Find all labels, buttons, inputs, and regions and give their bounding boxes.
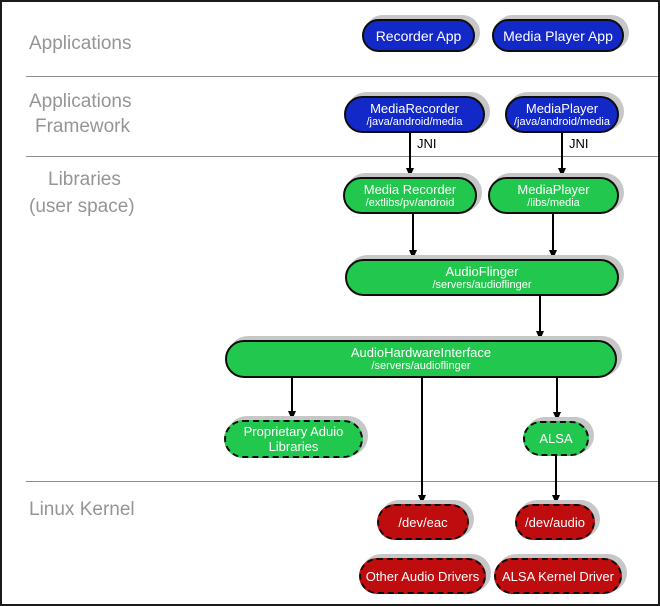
node-path: /libs/media xyxy=(527,196,580,209)
connector-mediaplayer-jni xyxy=(561,133,563,170)
node-dev-eac: /dev/eac xyxy=(377,504,469,540)
node-dev-audio: /dev/audio xyxy=(515,504,595,540)
node-title-line2: Libraries xyxy=(268,439,319,454)
node-path: /java/android/media xyxy=(513,115,610,128)
node-title: /dev/audio xyxy=(525,514,585,530)
node-media-recorder-library: Media Recorder /extlibs/pv/android xyxy=(343,177,477,214)
connector-mediarecorder-jni xyxy=(409,133,411,170)
node-title: MediaRecorder xyxy=(370,100,459,116)
arrowhead-icon xyxy=(558,168,566,177)
connector-mediaplayer-audioflinger xyxy=(552,214,554,252)
arrowhead-icon xyxy=(552,495,560,504)
node-title: /dev/eac xyxy=(398,514,448,530)
connector-ahi-proprietary xyxy=(291,378,293,413)
node-alsa-kernel-driver: ALSA Kernel Driver xyxy=(494,558,622,594)
node-title: Media Player App xyxy=(503,27,613,44)
layer-label-applications: Applications xyxy=(29,33,132,54)
node-title: MediaPlayer xyxy=(517,181,590,197)
node-title: ALSA xyxy=(539,431,573,446)
jni-label: JNI xyxy=(569,136,589,151)
node-recorder-app: Recorder App xyxy=(362,19,475,52)
jni-label: JNI xyxy=(417,136,437,151)
layer-label-libraries-line2: (user space) xyxy=(29,196,135,217)
node-title: AudioFlinger xyxy=(445,263,519,279)
node-title: Recorder App xyxy=(375,27,462,44)
node-title: ALSA Kernel Driver xyxy=(502,568,614,584)
node-title: Proprietary Aduio xyxy=(243,424,344,439)
node-title: Other Audio Drivers xyxy=(365,568,480,584)
arrowhead-icon xyxy=(409,250,417,259)
node-audioflinger: AudioFlinger /servers/audioflinger xyxy=(345,259,619,296)
connector-ahi-alsa xyxy=(556,378,558,414)
node-other-audio-drivers: Other Audio Drivers xyxy=(359,558,486,594)
layer-label-linux-kernel: Linux Kernel xyxy=(29,499,135,520)
node-path: /java/android/media xyxy=(366,115,463,128)
connector-mediarecorder-audioflinger xyxy=(412,214,414,252)
node-mediaplayer-framework: MediaPlayer /java/android/media xyxy=(505,96,619,133)
section-divider xyxy=(26,481,658,482)
arrowhead-icon xyxy=(288,411,296,420)
node-media-player-app: Media Player App xyxy=(492,19,624,52)
node-mediaplayer-library: MediaPlayer /libs/media xyxy=(488,177,619,214)
node-proprietary-audio-libraries: Proprietary Aduio Libraries xyxy=(224,420,363,458)
section-divider xyxy=(26,156,658,157)
layer-label-libraries-line1: Libraries xyxy=(48,169,121,190)
layer-label-framework-line2: Framework xyxy=(35,116,131,137)
arrowhead-icon xyxy=(549,250,557,259)
arrowhead-icon xyxy=(553,412,561,421)
connector-ahi-dev-eac xyxy=(421,378,423,497)
layer-label-framework-line1: Applications xyxy=(29,91,132,112)
node-title: Media Recorder xyxy=(363,181,457,197)
connector-audioflinger-ahi xyxy=(539,296,541,333)
node-path: /extlibs/pv/android xyxy=(365,196,455,209)
node-path: /servers/audioflinger xyxy=(371,360,471,372)
node-title: MediaPlayer xyxy=(525,100,599,116)
arrowhead-icon xyxy=(536,331,544,340)
section-divider xyxy=(26,76,658,77)
node-mediarecorder-framework: MediaRecorder /java/android/media xyxy=(344,96,485,133)
arrowhead-icon xyxy=(418,495,426,504)
node-title: AudioHardwareInterface xyxy=(350,345,492,360)
connector-alsa-dev-audio xyxy=(555,456,557,497)
node-audio-hardware-interface: AudioHardwareInterface /servers/audiofli… xyxy=(225,340,617,378)
node-alsa: ALSA xyxy=(523,421,589,456)
node-path: /servers/audioflinger xyxy=(432,278,532,291)
arrowhead-icon xyxy=(406,168,414,177)
